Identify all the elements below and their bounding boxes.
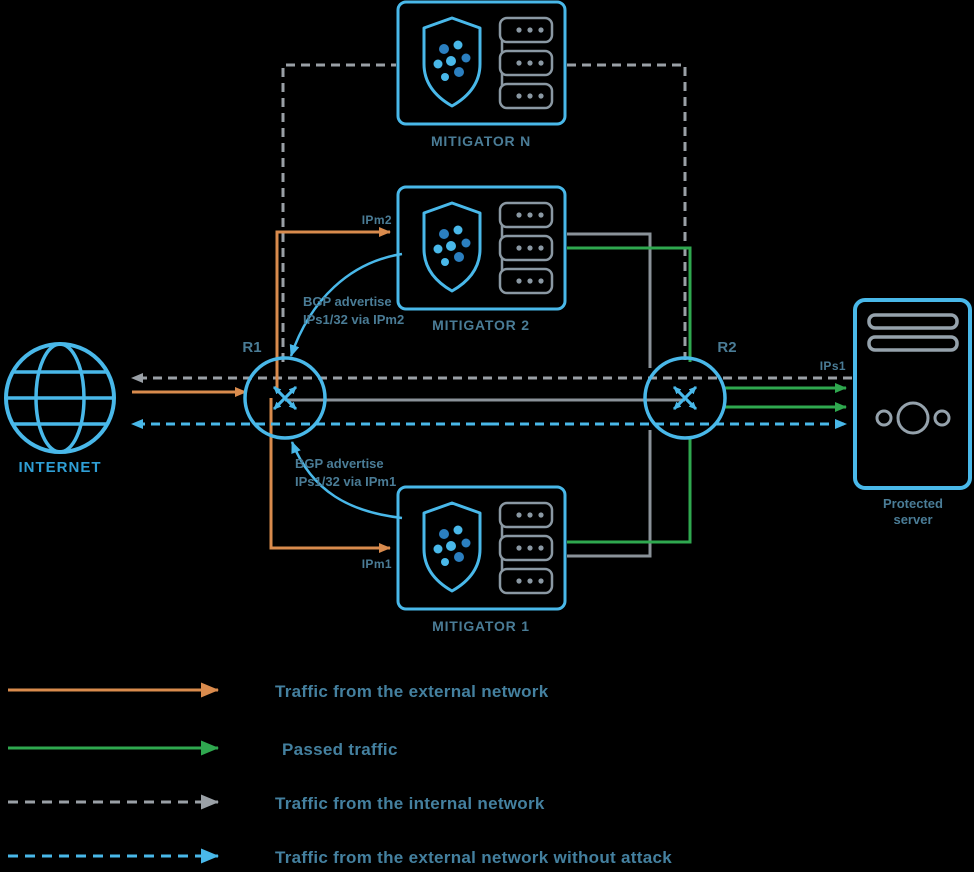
bgp-bottom-label-2: IPs1/32 via IPm1 xyxy=(295,474,396,489)
protected-server-label-2: server xyxy=(893,512,932,527)
legend-label-passed: Passed traffic xyxy=(282,740,398,759)
external-traffic-to-mitigator2 xyxy=(275,227,391,392)
ips1-label: IPs1 xyxy=(820,359,846,373)
internal-traffic-mitigator-n-left xyxy=(281,63,396,362)
link-mitigator2-r2 xyxy=(567,232,652,368)
internet-label: INTERNET xyxy=(19,459,102,476)
passed-traffic-mitigator1 xyxy=(567,438,692,544)
router-r2: R2 xyxy=(643,339,737,440)
legend-item-external: Traffic from the external network xyxy=(8,682,549,701)
bgp-advertise-curve-top xyxy=(289,252,403,357)
router-arrows-icon xyxy=(672,385,698,411)
ip-labels: IPm2 IPm1 IPs1 xyxy=(362,213,846,571)
server-vents-icon xyxy=(867,313,959,352)
router-icon xyxy=(643,356,727,440)
r1-label: R1 xyxy=(242,339,261,356)
r2-label: R2 xyxy=(717,339,736,356)
mitigator-n-label: MITIGATOR N xyxy=(431,133,531,149)
mitigator-2-label: MITIGATOR 2 xyxy=(432,317,530,333)
ipm1-label: IPm1 xyxy=(362,557,392,571)
legend-label-external: Traffic from the external network xyxy=(275,682,549,701)
mitigator-n-node: MITIGATOR N xyxy=(396,0,567,149)
router-icon xyxy=(243,356,327,440)
router-r1: R1 xyxy=(242,339,327,440)
legend-label-internal: Traffic from the internal network xyxy=(275,794,545,813)
passed-traffic-mitigator2 xyxy=(567,246,692,362)
legend-item-clean: Traffic from the external network withou… xyxy=(8,848,672,867)
protected-server-icon xyxy=(853,298,972,490)
bgp-bottom-label-1: BGP advertise xyxy=(295,456,384,471)
mitigator-2-node: MITIGATOR 2 xyxy=(396,185,567,333)
bgp-advertise-curve-bottom xyxy=(290,441,403,520)
link-mitigator1-r2 xyxy=(567,430,652,558)
external-traffic-to-mitigator1 xyxy=(269,398,391,553)
internal-traffic-mitigator-n-right xyxy=(567,63,687,360)
legend-label-clean: Traffic from the external network withou… xyxy=(275,848,672,867)
router-arrows-icon xyxy=(272,385,298,411)
legend-item-internal: Traffic from the internal network xyxy=(8,794,545,813)
protected-server-node: Protected server xyxy=(853,298,972,527)
bgp-announcements: BGP advertise IPs1/32 via IPm2 BGP adver… xyxy=(289,252,404,520)
server-ports-icon xyxy=(875,401,951,435)
mitigator-1-node: MITIGATOR 1 xyxy=(396,485,567,634)
legend: Traffic from the external network Passed… xyxy=(8,682,672,867)
bgp-top-label-2: IPs1/32 via IPm2 xyxy=(303,312,404,327)
mitigator-1-label: MITIGATOR 1 xyxy=(432,618,530,634)
ipm2-label: IPm2 xyxy=(362,213,392,227)
protected-server-label-1: Protected xyxy=(883,496,943,511)
bgp-top-label-1: BGP advertise xyxy=(303,294,392,309)
legend-item-passed: Passed traffic xyxy=(8,740,398,759)
globe-icon xyxy=(4,342,116,454)
internet-node: INTERNET xyxy=(4,342,116,476)
